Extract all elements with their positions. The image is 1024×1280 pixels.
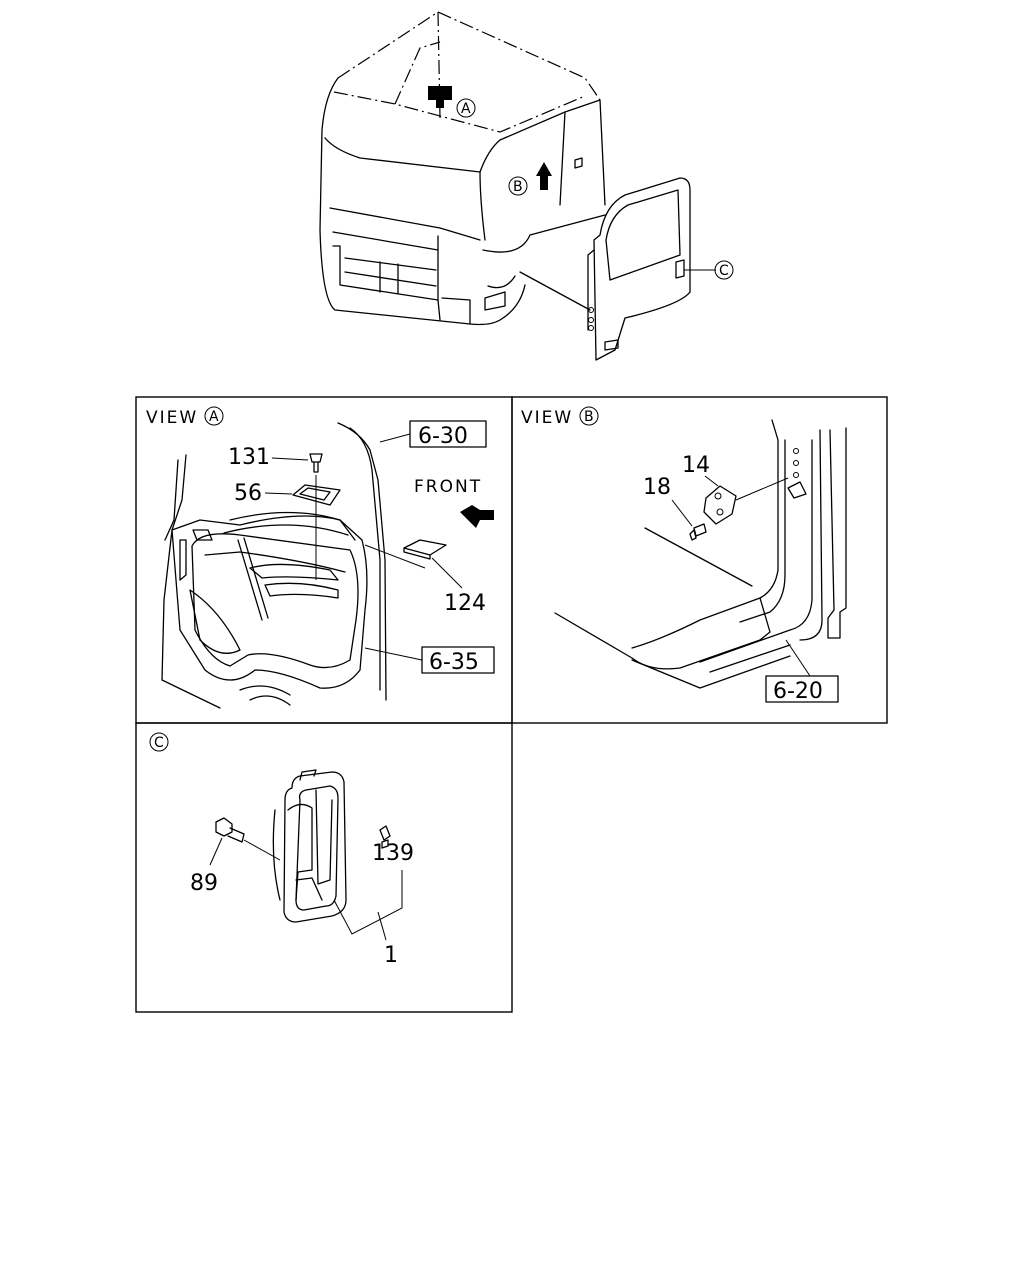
view-b-title: VIEW xyxy=(521,408,573,428)
front-label: FRONT xyxy=(414,477,482,497)
callout-c-label: C xyxy=(719,263,729,279)
part-131-label: 131 xyxy=(228,445,270,470)
part-139-label: 139 xyxy=(372,841,414,866)
part-124-label: 124 xyxy=(444,591,486,616)
ref-6-35-label: 6-35 xyxy=(429,650,479,675)
view-a-title-letter: A xyxy=(209,409,219,425)
view-b-title-letter: B xyxy=(584,409,594,425)
view-c-title-letter: C xyxy=(154,735,164,751)
ref-6-20-label: 6-20 xyxy=(773,679,823,704)
view-a-title: VIEW xyxy=(146,408,198,428)
view-a: VIEW A FRON xyxy=(146,406,495,709)
cab-overview-drawing: A B C xyxy=(319,11,734,361)
view-c: C 89 139 1 xyxy=(149,732,414,968)
view-c-frame xyxy=(135,722,513,1013)
view-b-frame xyxy=(511,396,888,724)
ref-6-30-label: 6-30 xyxy=(418,424,468,449)
part-89-label: 89 xyxy=(190,871,218,896)
callout-b-label: B xyxy=(513,179,523,195)
view-b: VIEW B 14 18 6-20 xyxy=(521,406,847,704)
callout-a-label: A xyxy=(461,101,471,117)
part-56-label: 56 xyxy=(234,481,262,506)
part-14-label: 14 xyxy=(682,453,710,478)
part-1-label: 1 xyxy=(384,943,398,968)
part-18-label: 18 xyxy=(643,475,671,500)
